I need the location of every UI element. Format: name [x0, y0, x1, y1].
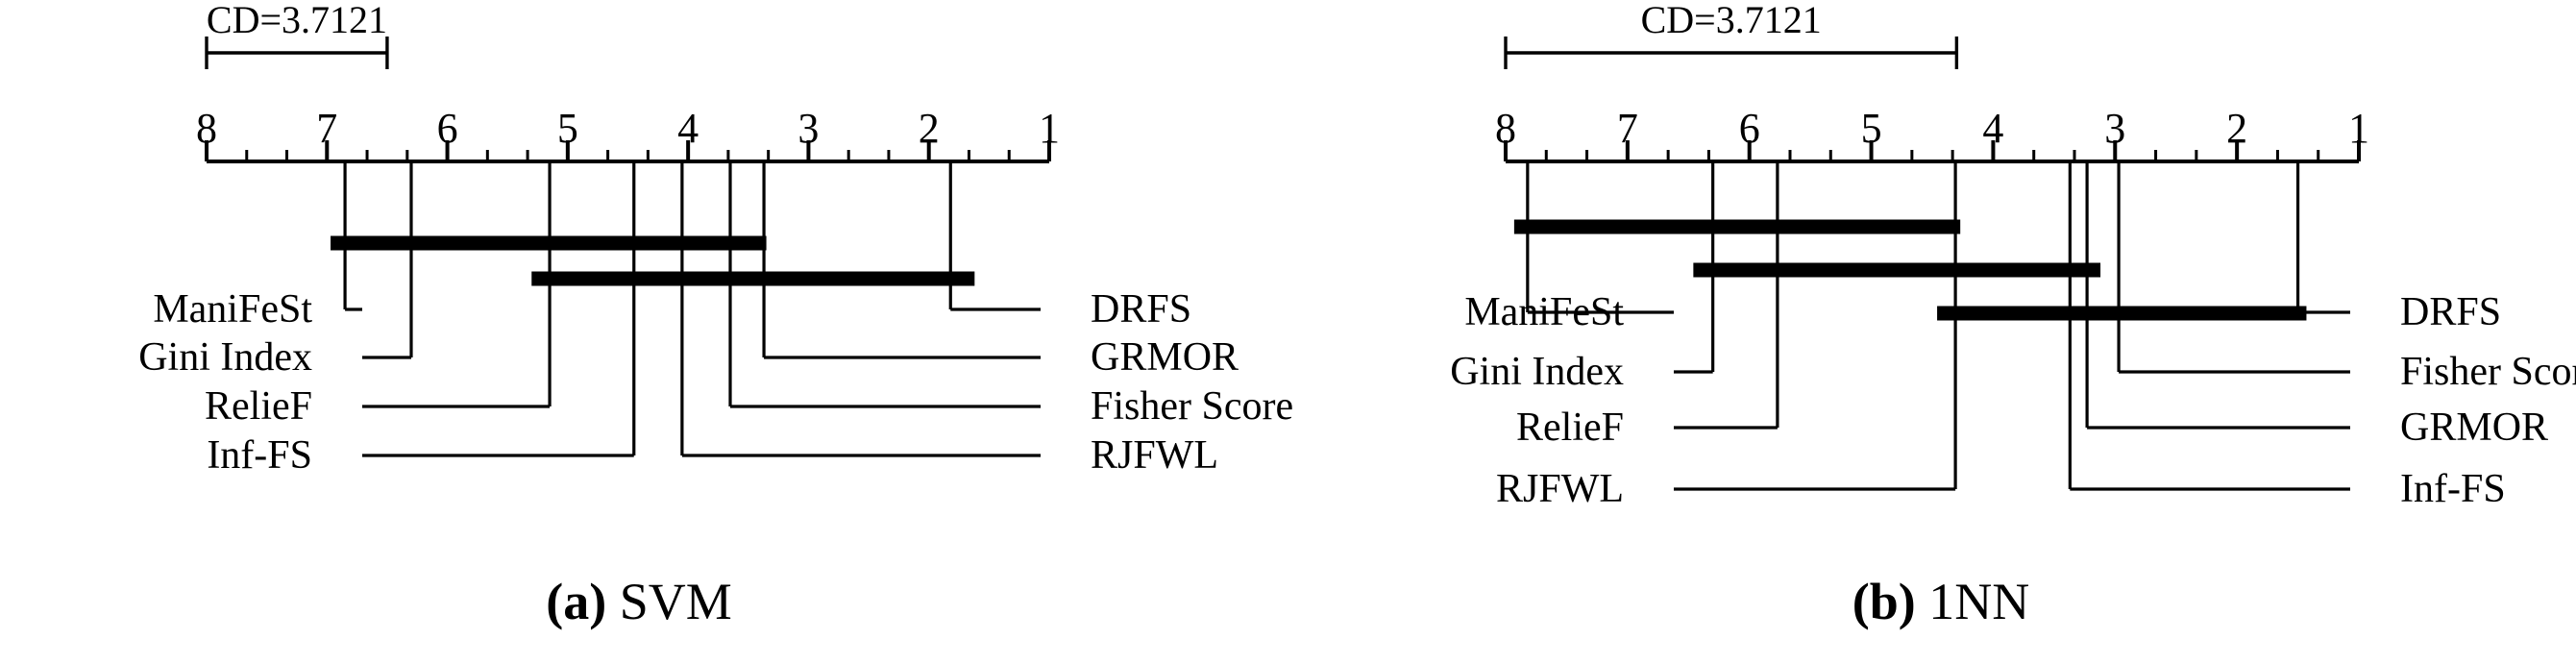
- cd-value-label-b: CD=3.7121: [1641, 0, 1822, 41]
- method-connector-b-left-0: [1526, 161, 1674, 314]
- method-connector-a-left-3: [362, 161, 636, 457]
- axis-tick-label-b-2: 2: [2226, 105, 2247, 152]
- method-connector-b-left-2: [1674, 161, 1779, 430]
- method-label-a-left-0: ManiFeSt: [153, 287, 312, 332]
- axis-tick-label-a-8: 8: [196, 105, 217, 152]
- method-label-b-right-3: Inf-FS: [2400, 467, 2506, 511]
- axis-tick-label-b-3: 3: [2104, 105, 2125, 152]
- method-label-b-left-1: Gini Index: [1450, 350, 1624, 394]
- axis-tick-label-b-4: 4: [1982, 105, 2003, 152]
- method-label-a-right-0: DRFS: [1091, 287, 1191, 332]
- axis-tick-label-b-5: 5: [1861, 105, 1882, 152]
- axis-tick-label-a-2: 2: [919, 105, 940, 152]
- method-label-a-left-3: Inf-FS: [207, 433, 312, 478]
- method-label-a-right-2: Fisher Score: [1091, 384, 1293, 429]
- axis-tick-label-b-6: 6: [1739, 105, 1760, 152]
- method-label-a-left-2: RelieF: [205, 384, 312, 429]
- method-connector-b-right-1: [2117, 161, 2350, 374]
- axis-tick-label-b-1: 1: [2348, 105, 2369, 152]
- method-connector-a-right-1: [762, 161, 1041, 359]
- method-connector-a-left-0: [343, 161, 362, 311]
- method-label-a-right-1: GRMOR: [1091, 335, 1239, 380]
- method-connector-b-right-3: [2068, 161, 2350, 491]
- method-connector-b-right-2: [2085, 161, 2350, 430]
- panel-caption-prefix-b: (b): [1852, 573, 1916, 630]
- method-connector-a-right-3: [680, 161, 1041, 457]
- panel-caption-b: (b) 1NN: [1557, 572, 2325, 631]
- cd-value-label-a: CD=3.7121: [207, 0, 387, 41]
- method-label-a-left-1: Gini Index: [138, 335, 312, 380]
- axis-tick-label-a-3: 3: [797, 105, 819, 152]
- method-label-b-right-0: DRFS: [2400, 290, 2501, 334]
- method-label-a-right-3: RJFWL: [1091, 433, 1218, 478]
- method-label-b-right-2: GRMOR: [2400, 406, 2548, 450]
- method-label-b-left-2: RelieF: [1516, 406, 1624, 450]
- method-label-b-left-3: RJFWL: [1496, 467, 1624, 511]
- method-label-b-right-1: Fisher Score: [2400, 350, 2576, 394]
- method-connector-b-right-0: [2295, 161, 2350, 314]
- cd-ruler-a: [205, 37, 389, 69]
- panel-caption-text-b: 1NN: [1928, 573, 2030, 630]
- panel-caption-text-a: SVM: [619, 573, 732, 630]
- axis-tick-label-a-7: 7: [316, 105, 337, 152]
- panel-caption-prefix-a: (a): [546, 573, 607, 630]
- method-label-b-left-0: ManiFeSt: [1464, 290, 1624, 334]
- axis-tick-label-b-7: 7: [1617, 105, 1638, 152]
- axis-tick-label-a-4: 4: [677, 105, 699, 152]
- axis-tick-label-a-6: 6: [437, 105, 458, 152]
- panel-caption-a: (a) SVM: [255, 572, 1023, 631]
- axis-tick-label-a-5: 5: [557, 105, 578, 152]
- method-connector-a-left-1: [362, 161, 413, 359]
- cd-ruler-b: [1504, 37, 1959, 69]
- axis-tick-label-a-1: 1: [1039, 105, 1060, 152]
- rank-axis-a: [205, 140, 1051, 163]
- axis-tick-label-b-8: 8: [1495, 105, 1516, 152]
- method-connector-b-left-3: [1674, 161, 1957, 491]
- rank-axis-b: [1504, 140, 2361, 163]
